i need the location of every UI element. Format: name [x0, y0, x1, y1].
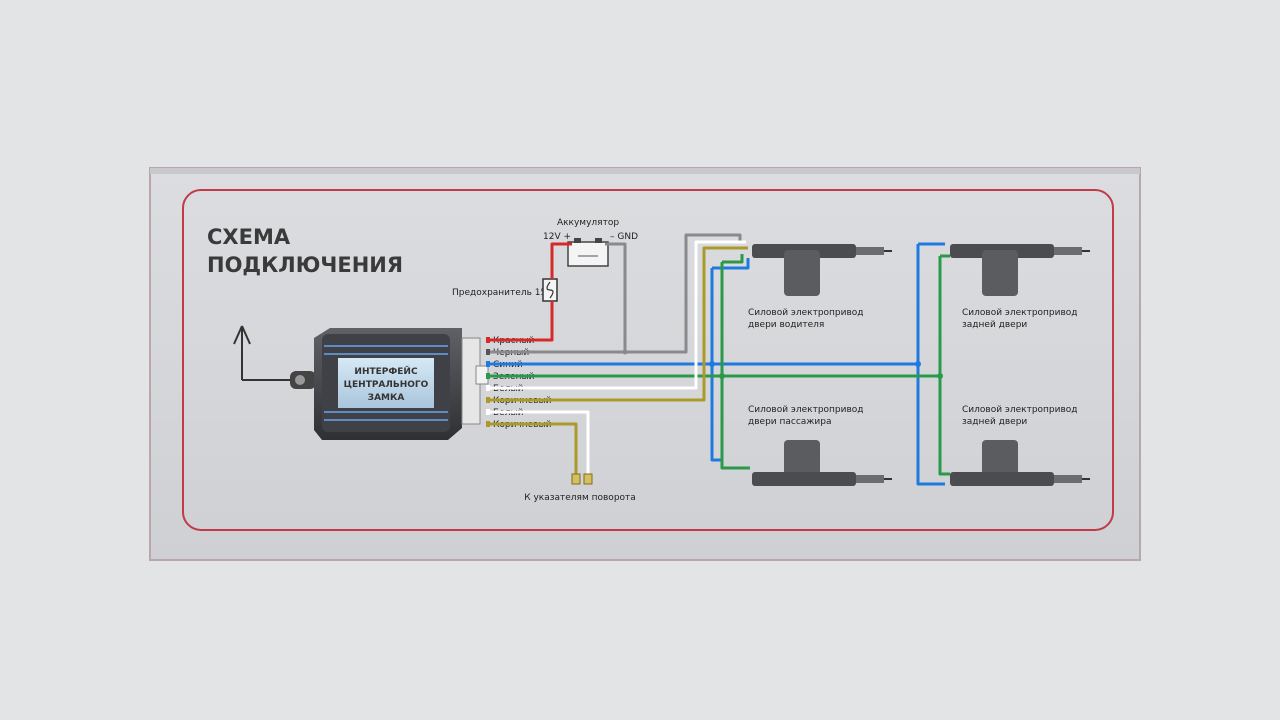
diagram-frame	[182, 189, 1114, 531]
wires	[490, 233, 950, 486]
turn-signal-connectors	[571, 473, 593, 485]
actuator-driver-door	[752, 244, 892, 296]
actuator-passenger-label-1: Силовой электропривод	[748, 405, 864, 415]
box-top-edge	[150, 168, 1140, 174]
battery-plus-label: 12V +	[543, 232, 571, 242]
antenna-icon	[233, 325, 292, 381]
actuator-driver-label-2: двери водителя	[748, 320, 824, 330]
module-label-line3: ЗАМКА	[368, 393, 405, 403]
antenna-connector	[290, 371, 316, 389]
actuator-rear-door-top	[950, 244, 1090, 296]
actuator-driver-label-1: Силовой электропривод	[748, 308, 864, 318]
actuator-rear-bottom-label-2: задней двери	[962, 417, 1027, 427]
central-lock-module	[314, 328, 489, 440]
battery-label: Аккумулятор	[557, 218, 619, 228]
battery-gnd-label: – GND	[610, 232, 638, 242]
diagram-title-line2: ПОДКЛЮЧЕНИЯ	[207, 253, 403, 277]
actuator-rear-bottom-label-1: Силовой электропривод	[962, 405, 1078, 415]
module-label-line2: ЦЕНТРАЛЬНОГО	[344, 380, 429, 390]
diagram-title-line1: СХЕМА	[207, 225, 291, 249]
actuator-passenger-label-2: двери пассажира	[748, 417, 831, 427]
actuator-rear-top-label-1: Силовой электропривод	[962, 308, 1078, 318]
wire-terminals	[486, 337, 490, 427]
fuse-label: Предохранитель 15А	[452, 288, 553, 298]
actuator-rear-door-bottom	[950, 440, 1090, 486]
actuator-rear-top-label-2: задней двери	[962, 320, 1027, 330]
battery-icon	[567, 238, 609, 267]
fuse-icon	[542, 278, 558, 302]
turn-signal-label: К указателям поворота	[524, 493, 636, 503]
actuator-passenger-door	[752, 440, 892, 486]
wire-junctions	[622, 349, 943, 379]
module-label-line1: ИНТЕРФЕЙС	[354, 365, 418, 377]
